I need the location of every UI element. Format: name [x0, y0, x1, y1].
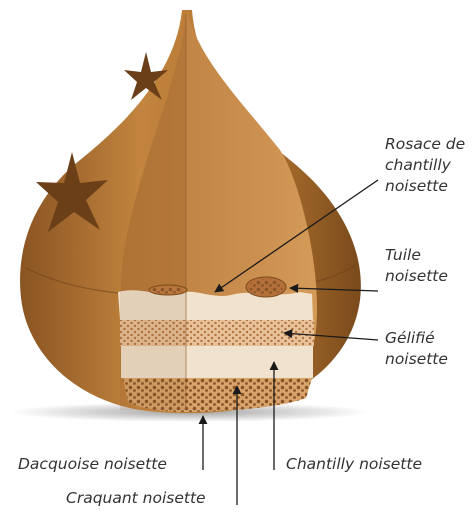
- filling-left-half-shade: [120, 290, 186, 410]
- label-gelifie-line2: noisette: [385, 349, 448, 370]
- label-tuile: Tuile noisette: [385, 245, 448, 287]
- label-tuile-line2: noisette: [385, 266, 448, 287]
- label-gelifie: Gélifié noisette: [385, 328, 448, 370]
- label-dacquoise: Dacquoise noisette: [18, 454, 167, 475]
- label-rosace-line2: chantilly: [385, 155, 465, 176]
- rosace-chantilly-dots: [151, 287, 185, 294]
- tuile-noisette-dots: [249, 279, 283, 295]
- label-tuile-line1: Tuile: [385, 245, 448, 266]
- label-rosace-line1: Rosace de: [385, 134, 465, 155]
- label-rosace: Rosace de chantilly noisette: [385, 134, 465, 197]
- label-craquant: Craquant noisette: [66, 488, 206, 509]
- label-rosace-line3: noisette: [385, 176, 465, 197]
- label-gelifie-line1: Gélifié: [385, 328, 448, 349]
- label-chantilly: Chantilly noisette: [286, 454, 422, 475]
